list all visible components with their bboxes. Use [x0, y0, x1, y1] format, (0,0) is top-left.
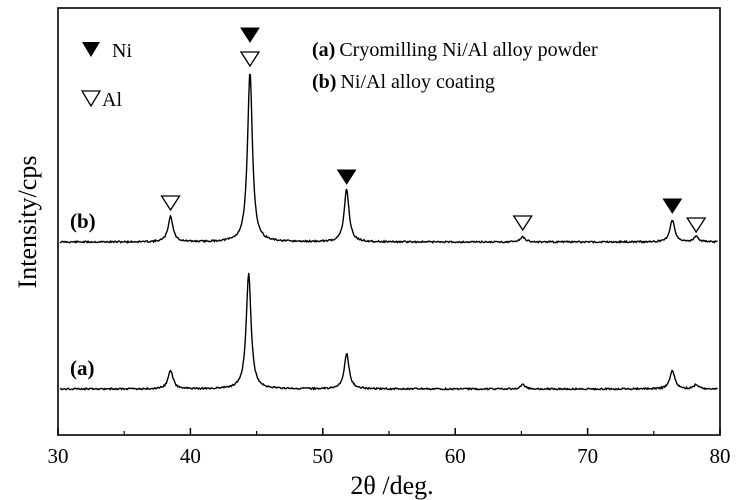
peak-markers	[160, 27, 707, 234]
x-tick-label: 80	[710, 444, 731, 468]
x-tick-label: 70	[577, 444, 598, 468]
al-open-triangle-icon	[80, 90, 102, 108]
series-label-b: (b)	[70, 209, 96, 233]
sample-legend-b-tag: (b)	[312, 71, 336, 93]
series-line-b	[59, 73, 718, 245]
sample-legend-b-text: Ni/Al alloy coating	[340, 71, 494, 93]
symbol-legend-ni-label: Ni	[112, 40, 132, 62]
x-tick-label: 50	[312, 444, 333, 468]
y-axis-title: Intensity/cps	[13, 156, 42, 289]
ni-peak-marker	[336, 169, 357, 185]
symbol-legend: Ni Al	[80, 40, 132, 111]
sample-legend-a-text: Cryomilling Ni/Al alloy powder	[339, 39, 598, 61]
series-curves	[59, 73, 718, 391]
al-peak-marker	[685, 217, 707, 234]
ni-peak-marker	[240, 27, 260, 43]
series-line-a	[59, 272, 718, 391]
sample-legend: (a)Cryomilling Ni/Al alloy powder (b)Ni/…	[312, 39, 598, 93]
x-tick-label: 40	[180, 444, 201, 468]
al-peak-marker	[160, 195, 181, 212]
ni-filled-triangle-icon	[82, 42, 100, 57]
x-tick-label: 60	[445, 444, 466, 468]
sample-legend-b: (b)Ni/Al alloy coating	[312, 71, 495, 93]
series-label-a: (a)	[70, 356, 95, 380]
al-peak-marker	[239, 51, 261, 68]
sample-legend-a: (a)Cryomilling Ni/Al alloy powder	[312, 39, 598, 61]
x-ticks: 30 40 50 60 70 80	[48, 428, 731, 468]
x-tick-label: 30	[48, 444, 69, 468]
symbol-legend-al-label: Al	[102, 89, 122, 111]
sample-legend-a-tag: (a)	[312, 39, 335, 61]
ni-peak-marker	[662, 198, 683, 214]
x-axis-title: 2θ /deg.	[350, 471, 433, 500]
al-peak-marker	[512, 215, 533, 232]
